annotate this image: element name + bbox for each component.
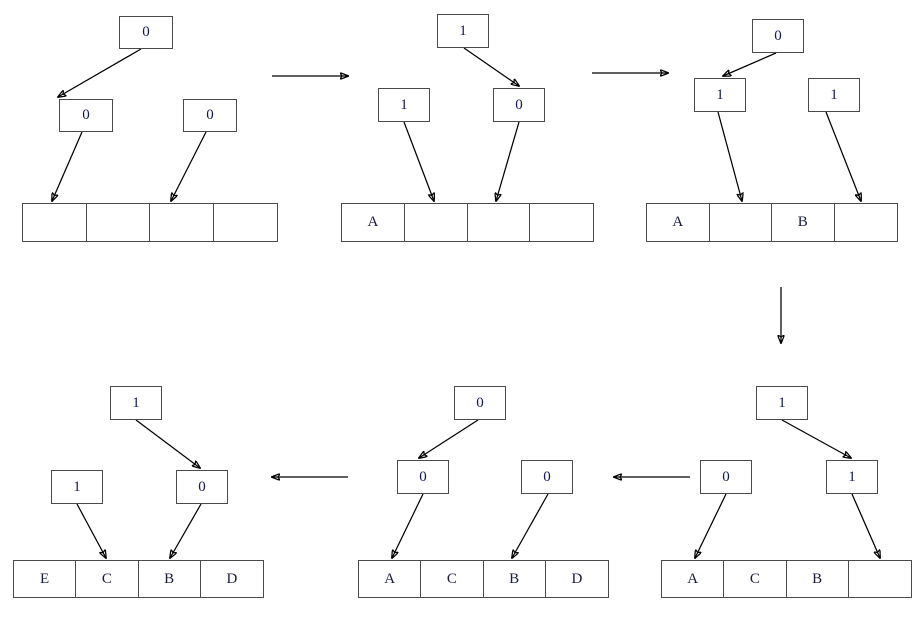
array-cell-3: D bbox=[226, 570, 238, 587]
array-cell-2: B bbox=[772, 204, 835, 241]
tree-node-label: 0 bbox=[543, 468, 551, 485]
array-cell-1: C bbox=[76, 561, 139, 597]
tree-node-s1-root: 0 bbox=[119, 16, 173, 49]
array-cell-0: E bbox=[14, 561, 77, 597]
array-s2-array: A bbox=[341, 203, 594, 242]
tree-node-s2-right: 0 bbox=[493, 88, 545, 122]
tree-node-label: 0 bbox=[198, 478, 206, 495]
tree-node-s2-root: 1 bbox=[437, 14, 489, 48]
array-cell-2: B bbox=[484, 561, 546, 597]
array-cell-1: C bbox=[421, 561, 484, 597]
array-cell-3: D bbox=[571, 570, 583, 587]
array-cell-1 bbox=[87, 204, 150, 241]
tree-node-label: 1 bbox=[459, 22, 467, 39]
tree-node-s4-left: 0 bbox=[700, 460, 752, 494]
tree-node-s5-right: 0 bbox=[521, 460, 573, 494]
tree-node-label: 0 bbox=[419, 468, 427, 485]
tree-node-label: 1 bbox=[400, 96, 408, 113]
tree-node-s3-root: 0 bbox=[752, 19, 804, 53]
tree-node-s3-left: 1 bbox=[694, 78, 746, 112]
tree-node-label: 1 bbox=[830, 86, 838, 103]
tree-node-label: 0 bbox=[774, 27, 782, 44]
tree-node-s5-root: 0 bbox=[454, 386, 506, 420]
tree-node-label: 0 bbox=[142, 24, 150, 40]
tree-node-s6-left: 1 bbox=[51, 470, 103, 504]
tree-node-label: 0 bbox=[82, 107, 90, 123]
tree-node-label: 1 bbox=[716, 86, 724, 103]
tree-node-label: 0 bbox=[206, 107, 214, 123]
tree-node-label: 0 bbox=[515, 96, 523, 113]
array-s1-array bbox=[22, 203, 278, 242]
array-cell-1: C bbox=[724, 561, 787, 597]
tree-node-label: 1 bbox=[778, 394, 786, 411]
array-cell-1 bbox=[405, 204, 468, 241]
tree-node-s5-left: 0 bbox=[397, 460, 449, 494]
tree-node-s6-root: 1 bbox=[110, 386, 162, 420]
tree-node-s6-right: 0 bbox=[176, 470, 228, 504]
array-cell-0: A bbox=[342, 204, 405, 241]
array-cell-2 bbox=[468, 204, 531, 241]
array-cell-2 bbox=[150, 204, 214, 241]
array-cell-0: A bbox=[359, 561, 422, 597]
array-cell-1 bbox=[710, 204, 772, 241]
tree-node-label: 0 bbox=[476, 394, 484, 411]
tree-node-s1-right: 0 bbox=[183, 99, 237, 132]
tree-node-s4-right: 1 bbox=[826, 460, 878, 494]
array-cell-0: A bbox=[662, 561, 725, 597]
array-cell-2: B bbox=[139, 561, 201, 597]
tree-node-label: 0 bbox=[722, 468, 730, 485]
array-cell-0 bbox=[23, 204, 87, 241]
tree-node-label: 1 bbox=[73, 478, 81, 495]
array-cell-0: A bbox=[647, 204, 710, 241]
tree-node-label: 1 bbox=[848, 468, 856, 485]
tree-node-s1-left: 0 bbox=[59, 99, 113, 132]
array-cell-2: B bbox=[787, 561, 849, 597]
tree-node-label: 1 bbox=[132, 394, 140, 411]
tree-node-s3-right: 1 bbox=[808, 78, 860, 112]
tree-node-s2-left: 1 bbox=[378, 88, 430, 122]
tree-node-s4-root: 1 bbox=[756, 386, 808, 420]
